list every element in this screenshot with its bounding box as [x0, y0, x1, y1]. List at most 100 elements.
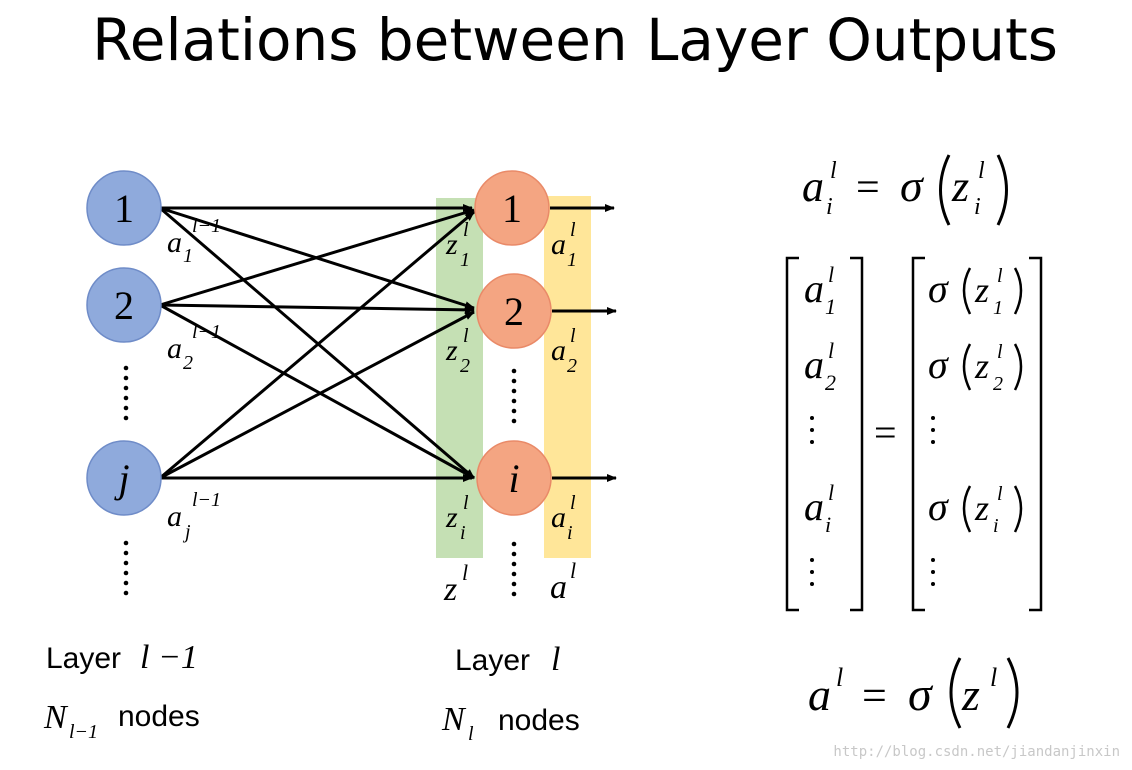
left-ellipsis-bottom	[123, 540, 129, 596]
m-sigma-2: σ	[928, 342, 949, 387]
z1-sup: l	[463, 219, 469, 241]
left-ellipsis-mid	[123, 365, 129, 421]
connections	[159, 204, 617, 482]
m-zi-sub: i	[993, 515, 999, 537]
a1-base: a	[551, 228, 566, 261]
eq3-close-paren	[1006, 657, 1019, 729]
z1-base: z	[445, 228, 458, 261]
aj-prev-sub: j	[182, 521, 191, 543]
m-left-vdots-2	[810, 558, 814, 586]
m-a2-sub: 2	[825, 370, 836, 395]
m-sigma-i: σ	[928, 484, 949, 529]
m-z1: z	[974, 270, 989, 310]
m-left-vdots-1	[810, 416, 814, 444]
a2-prev-base: a	[167, 332, 182, 365]
a1-prev-sup: l−1	[192, 215, 221, 237]
edge-2-1	[159, 208, 475, 307]
ai-sub: i	[567, 522, 573, 544]
m-a2-sup: l	[828, 338, 834, 363]
m-z2: z	[974, 346, 989, 386]
left-node-1	[86, 170, 162, 246]
edge-j-1	[159, 210, 475, 480]
right-ellipsis-bottom	[511, 541, 517, 597]
m-right-vdots-2	[931, 558, 935, 586]
left-count-base: N	[43, 699, 69, 736]
eq1-close-paren	[996, 154, 1008, 226]
left-layer-word: Layer	[46, 642, 121, 675]
a1-sup: l	[570, 219, 576, 241]
a-labels: a 1 l a 2 l a i l a l	[550, 219, 577, 606]
right-node-1-label: 1	[502, 186, 522, 231]
aj-prev-base: a	[167, 500, 182, 533]
a2-sub: 2	[567, 355, 577, 377]
a2-base: a	[551, 334, 566, 367]
right-matrix-close-bracket	[1029, 256, 1043, 612]
watermark: http://blog.csdn.net/jiandanjinxin	[833, 744, 1120, 760]
right-matrix-open-bracket	[911, 256, 925, 612]
eq3-sigma: σ	[908, 668, 934, 721]
ai-sup: l	[570, 492, 576, 514]
layer-captions: Layer l −1 N l−1 nodes Layer l N l nodes	[43, 639, 580, 745]
a2-prev-sup: l−1	[192, 321, 221, 343]
right-node-i-label: i	[508, 456, 519, 501]
edge-j-2	[159, 310, 475, 480]
m-row-i: σ z i l	[928, 483, 1023, 537]
z1-sub: 1	[460, 249, 470, 271]
eq1-sigma: σ	[900, 160, 925, 211]
edge-1-i	[159, 206, 475, 480]
m-z2-sup: l	[997, 341, 1003, 363]
right-node-i	[476, 440, 552, 516]
m-paren-open-i	[962, 485, 972, 533]
a2-sup: l	[570, 325, 576, 347]
z-vector-sup: l	[462, 560, 468, 585]
m-zi-sup: l	[997, 483, 1003, 505]
left-matrix-close-bracket	[850, 256, 864, 612]
a-vector-base: a	[550, 569, 567, 606]
z-labels: z 1 l z 2 l z i l z l	[443, 219, 470, 608]
left-node-2	[86, 267, 162, 343]
eq1-open-paren	[939, 154, 951, 226]
ai-base: a	[551, 501, 566, 534]
right-layer-word: Layer	[455, 644, 530, 677]
eq1-a-sup: l	[830, 158, 837, 184]
left-layer-nodes: 1 2 j	[86, 170, 162, 516]
m-equals: =	[874, 410, 897, 455]
eq3-equals: =	[862, 671, 887, 720]
left-count-word: nodes	[118, 700, 200, 733]
ellipsis-dots	[123, 365, 517, 597]
left-layer-math: l −1	[140, 639, 198, 676]
m-paren-close-2	[1013, 343, 1023, 391]
m-z1-sup: l	[997, 265, 1003, 287]
m-paren-open-1	[962, 267, 972, 315]
a-vector-sup: l	[570, 558, 576, 583]
eq1-equals: =	[856, 165, 880, 211]
left-count-sub: l−1	[69, 721, 98, 743]
m-row-2: σ z 2 l	[928, 341, 1023, 395]
eq3-z-sup: l	[990, 663, 997, 692]
m-right-vdots-1	[931, 416, 935, 444]
m-z2-sub: 2	[993, 373, 1003, 395]
eq1-a: a	[802, 162, 824, 211]
right-layer-nodes: 1 2 i	[474, 170, 552, 516]
m-a1-sup: l	[828, 262, 834, 287]
edge-2-i	[159, 303, 475, 480]
m-a1: a	[804, 266, 824, 311]
right-ellipsis-mid	[511, 368, 517, 424]
a2-prev-sub: 2	[183, 352, 193, 374]
left-node-1-label: 1	[114, 186, 134, 231]
edge-2-2	[159, 303, 475, 314]
eq3-a-sup: l	[836, 663, 843, 692]
left-matrix-open-bracket	[785, 256, 799, 612]
eq1-a-sub: i	[826, 194, 833, 220]
eq3-open-paren	[949, 657, 962, 729]
z-vector-base: z	[443, 571, 457, 608]
right-layer-math: l	[551, 641, 560, 678]
eq3-z: z	[961, 669, 980, 720]
scalar-equation: a i l = σ z i l	[802, 154, 1008, 226]
left-node-j	[86, 440, 162, 516]
a1-prev-sub: 1	[183, 245, 193, 267]
right-node-2-label: 2	[504, 289, 524, 334]
eq1-z-sup: l	[978, 158, 985, 184]
left-output-labels: a 1 l−1 a 2 l−1 a j l−1	[167, 215, 221, 543]
